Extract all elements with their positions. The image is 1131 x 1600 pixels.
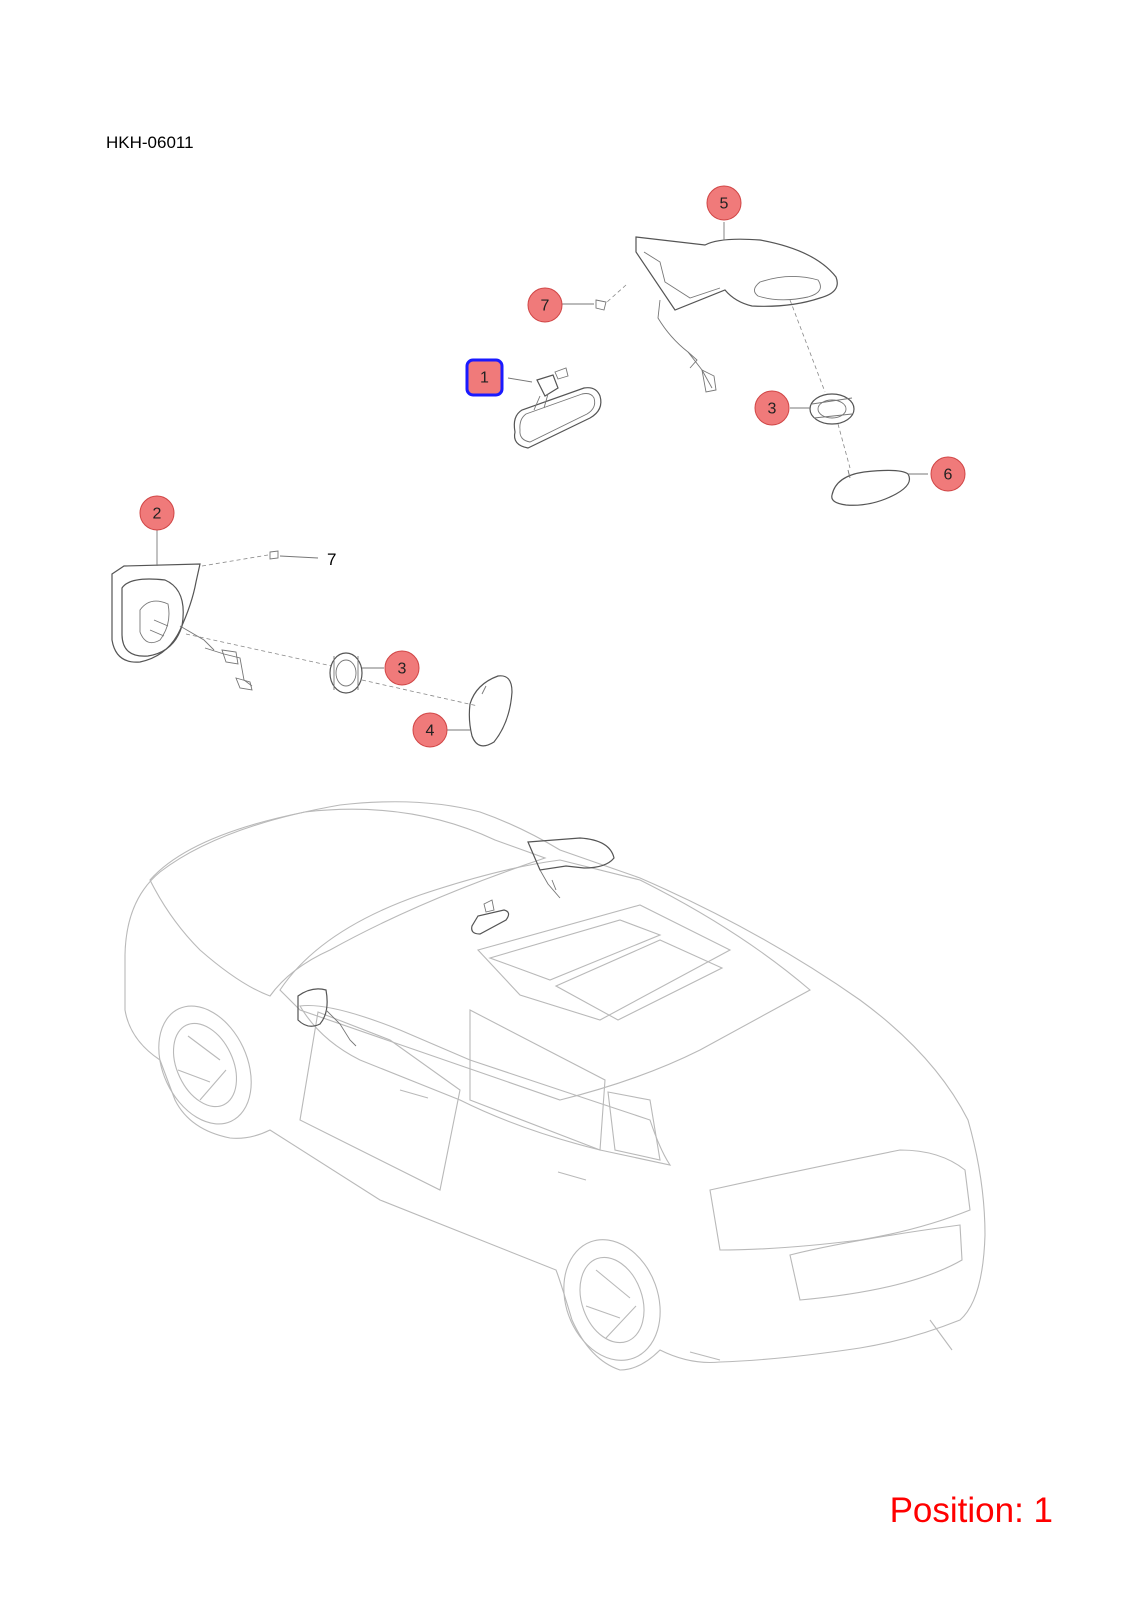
callout-3-lower[interactable]: 3 xyxy=(384,650,420,686)
callout-7-upper[interactable]: 7 xyxy=(527,287,563,323)
right-exterior-mirror-part[interactable] xyxy=(606,222,838,393)
callout-7-lower-label[interactable]: 7 xyxy=(327,550,336,569)
callout-3-lower-label: 3 xyxy=(398,661,407,678)
callout-4[interactable]: 4 xyxy=(412,712,448,748)
callout-5-label: 5 xyxy=(720,196,729,213)
left-exterior-mirror-part[interactable] xyxy=(111,528,333,691)
callout-7-upper-label: 7 xyxy=(541,298,550,315)
mirror-glass-left[interactable] xyxy=(446,675,513,747)
callout-4-label: 4 xyxy=(426,723,435,740)
mirror-glass-right[interactable] xyxy=(831,469,928,506)
document-code: HKH-06011 xyxy=(106,133,194,152)
callout-2[interactable]: 2 xyxy=(139,495,175,531)
callout-3-upper-label: 3 xyxy=(768,401,777,418)
callout-6-label: 6 xyxy=(944,467,953,484)
callout-2-label: 2 xyxy=(153,506,162,523)
interior-mirror-part[interactable] xyxy=(507,367,602,449)
callout-6[interactable]: 6 xyxy=(930,456,966,492)
callout-5[interactable]: 5 xyxy=(706,185,742,221)
callout-3-upper[interactable]: 3 xyxy=(754,390,790,426)
fixing-screw-upper[interactable] xyxy=(562,299,607,311)
vehicle-overview xyxy=(124,801,986,1371)
callout-1-label: 1 xyxy=(480,370,489,387)
fixing-screw-lower[interactable] xyxy=(269,550,319,560)
position-indicator: Position: 1 xyxy=(889,1491,1053,1530)
mirror-actuator-lower[interactable] xyxy=(329,652,479,707)
callout-1[interactable]: 1 xyxy=(465,358,504,397)
mirror-actuator-upper[interactable] xyxy=(789,299,855,469)
